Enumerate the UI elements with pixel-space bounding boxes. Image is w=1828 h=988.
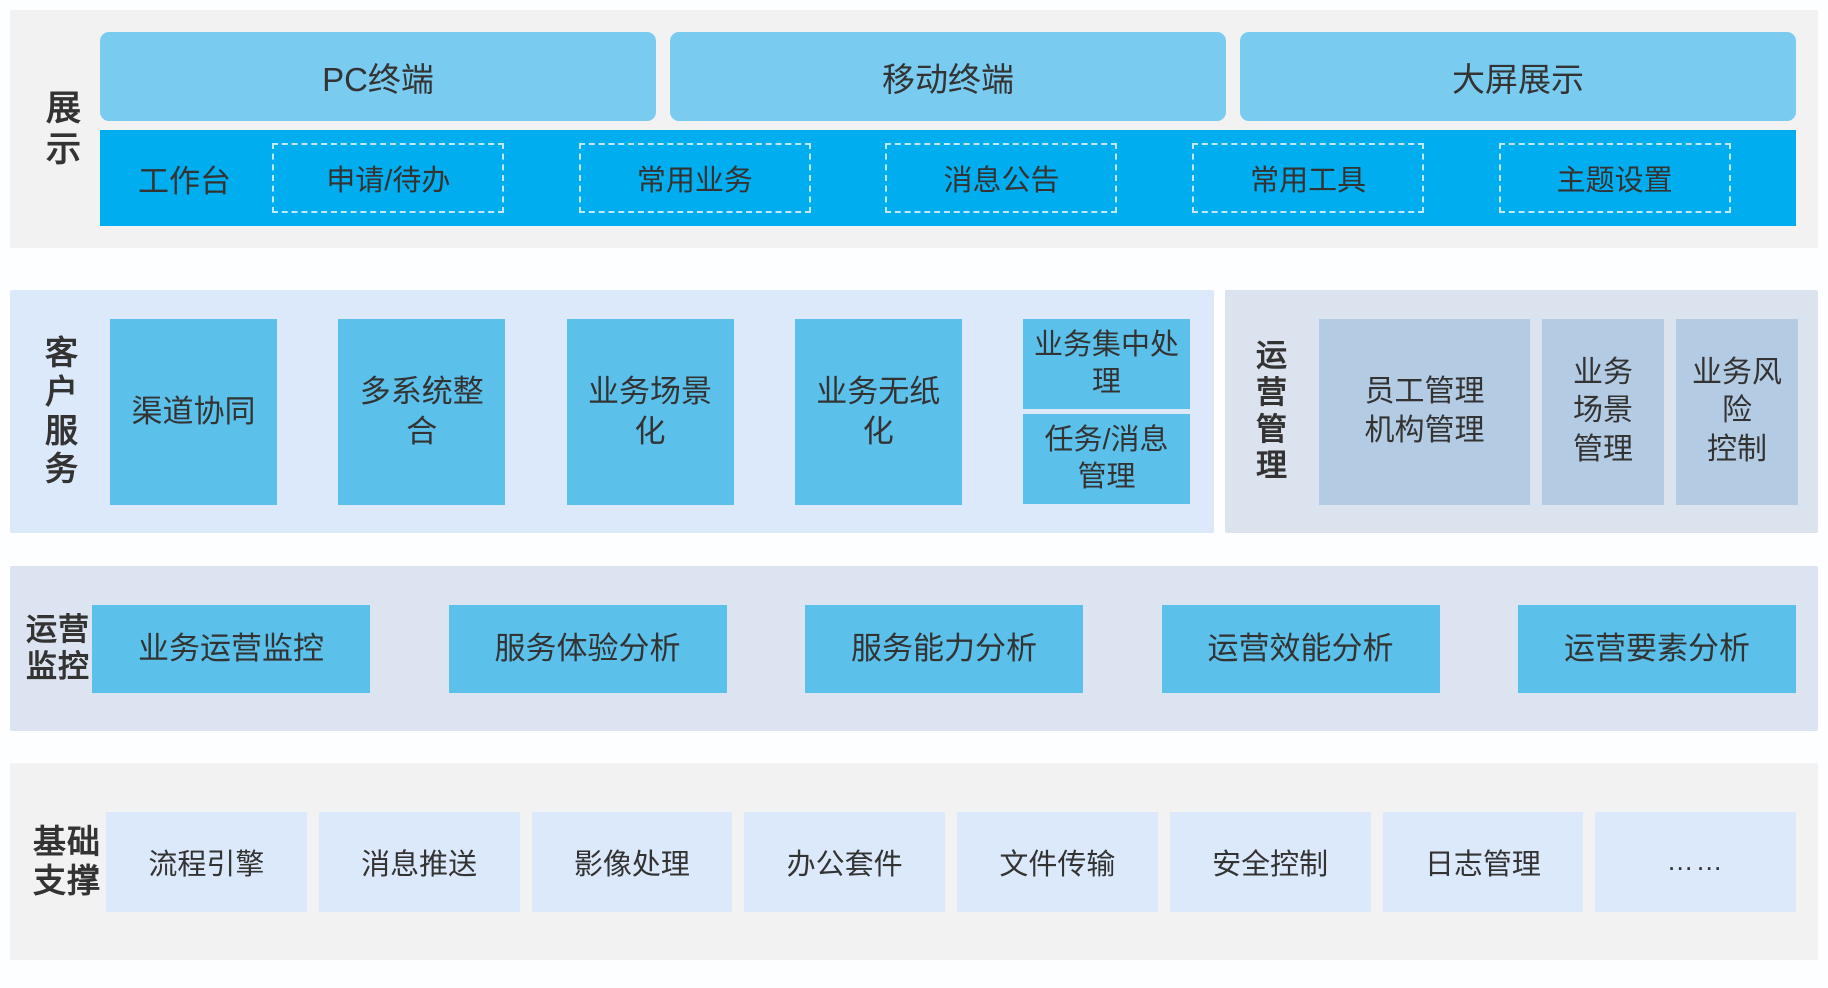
customer-tile-business-scenarios[interactable]: 业务场景化: [566, 318, 734, 505]
terminal-tile-large-screen[interactable]: 大屏展示: [1240, 32, 1796, 121]
foundation-tile-process-engine[interactable]: 流程引擎: [106, 811, 307, 912]
foundation-tile-image-processing[interactable]: 影像处理: [531, 811, 733, 912]
customer-service-layer-label: 客 户 服 务: [24, 308, 100, 515]
operation-management-tile-list: 员工管理机构管理 业务场景管理 业务风险控制: [1305, 308, 1798, 515]
foundation-tile-file-transfer[interactable]: 文件传输: [957, 811, 1158, 912]
customer-tile-task-message-management[interactable]: 任务/消息管理: [1023, 413, 1190, 504]
operation-management-layer: 运 营 管 理 员工管理机构管理 业务场景管理 业务风险控制: [1225, 290, 1818, 533]
terminal-tile-mobile[interactable]: 移动终端: [670, 32, 1226, 121]
workbench-item-common-business[interactable]: 常用业务: [578, 143, 811, 213]
operation-tile-business-risk-control[interactable]: 业务风险控制: [1676, 318, 1798, 505]
foundation-tile-log-management[interactable]: 日志管理: [1382, 811, 1584, 912]
foundation-support-layer: 基础 支撑 流程引擎 消息推送 影像处理 办公套件 文件传输 安全控制 日志管理…: [10, 763, 1818, 960]
foundation-tile-more: ……: [1595, 811, 1796, 912]
workbench-item-common-tools[interactable]: 常用工具: [1192, 143, 1425, 213]
operation-tile-business-scenario-management[interactable]: 业务场景管理: [1542, 318, 1664, 505]
customer-tile-centralized-processing[interactable]: 业务集中处理: [1023, 318, 1190, 409]
presentation-layer-label-char-2: 示: [45, 130, 82, 169]
customer-service-label-char-2: 户: [45, 372, 79, 410]
foundation-support-layer-label: 基础 支撑: [28, 781, 106, 942]
workbench-item-list: 申请/待办 常用业务 消息公告 常用工具 主题设置: [241, 143, 1762, 213]
workbench-item-applications[interactable]: 申请/待办: [272, 143, 505, 213]
operation-management-label-char-4: 理: [1256, 448, 1288, 484]
terminal-row: PC终端 移动终端 大屏展示: [100, 32, 1796, 121]
operation-monitor-tile-list: 业务运营监控 服务体验分析 服务能力分析 运营效能分析 运营要素分析: [92, 582, 1796, 715]
monitor-tile-operation-efficiency-analysis[interactable]: 运营效能分析: [1161, 604, 1440, 693]
workbench-title: 工作台: [138, 163, 231, 199]
presentation-content: PC终端 移动终端 大屏展示 工作台 申请/待办 常用业务 消息公告 常用工具 …: [100, 32, 1796, 226]
operation-management-label-char-1: 运: [1256, 338, 1288, 374]
workbench-item-announcements[interactable]: 消息公告: [885, 143, 1118, 213]
presentation-layer-label-char-1: 展: [45, 88, 82, 128]
customer-tile-stacked-group: 业务集中处理 任务/消息管理: [1023, 318, 1190, 505]
customer-tile-multi-system-integration[interactable]: 多系统整合: [338, 318, 506, 505]
operation-monitor-layer-label: 运营 监控: [24, 582, 92, 715]
customer-service-label-char-1: 客: [45, 333, 79, 371]
operation-management-label-char-3: 管: [1256, 411, 1288, 447]
customer-service-label-char-4: 务: [45, 450, 79, 488]
customer-tile-channel-collaboration[interactable]: 渠道协同: [110, 318, 277, 505]
operation-tile-staff-and-org-management[interactable]: 员工管理机构管理: [1319, 318, 1530, 505]
operation-monitor-label-line-2: 监控: [26, 648, 90, 684]
monitor-tile-service-capability-analysis[interactable]: 服务能力分析: [805, 604, 1083, 693]
foundation-support-tile-list: 流程引擎 消息推送 影像处理 办公套件 文件传输 安全控制 日志管理 ……: [106, 781, 1796, 942]
foundation-support-label-line-1: 基础: [33, 822, 101, 860]
monitor-tile-operation-factor-analysis[interactable]: 运营要素分析: [1518, 604, 1796, 693]
operation-management-label-char-2: 营: [1256, 374, 1288, 410]
monitor-tile-service-experience-analysis[interactable]: 服务体验分析: [448, 604, 727, 693]
foundation-tile-message-push[interactable]: 消息推送: [318, 811, 520, 912]
workbench-bar: 工作台 申请/待办 常用业务 消息公告 常用工具 主题设置: [100, 130, 1796, 226]
customer-service-tile-list: 渠道协同 多系统整合 业务场景化 业务无纸化 业务集中处理 任务/消息管理: [100, 308, 1196, 515]
foundation-tile-office-suite[interactable]: 办公套件: [744, 811, 945, 912]
presentation-layer-label: 展 示: [28, 32, 100, 226]
terminal-tile-pc[interactable]: PC终端: [100, 32, 656, 121]
workbench-item-theme-settings[interactable]: 主题设置: [1498, 143, 1731, 213]
foundation-support-label-line-2: 支撑: [33, 861, 101, 899]
service-row: 客 户 服 务 渠道协同 多系统整合 业务场景化 业务无纸化 业务集中处理 任务…: [10, 290, 1818, 533]
customer-tile-paperless-business[interactable]: 业务无纸化: [794, 318, 962, 505]
operation-management-layer-label: 运 营 管 理: [1239, 308, 1305, 515]
foundation-tile-security-control[interactable]: 安全控制: [1169, 811, 1371, 912]
operation-monitor-label-line-1: 运营: [26, 611, 90, 647]
monitor-tile-business-operation-monitoring[interactable]: 业务运营监控: [92, 604, 370, 693]
customer-service-label-char-3: 服: [45, 411, 79, 449]
customer-service-layer: 客 户 服 务 渠道协同 多系统整合 业务场景化 业务无纸化 业务集中处理 任务…: [10, 290, 1214, 533]
presentation-layer: 展 示 PC终端 移动终端 大屏展示 工作台 申请/待办 常用业务 消息公告 常…: [10, 10, 1818, 248]
operation-monitor-layer: 运营 监控 业务运营监控 服务体验分析 服务能力分析 运营效能分析 运营要素分析: [10, 566, 1818, 731]
